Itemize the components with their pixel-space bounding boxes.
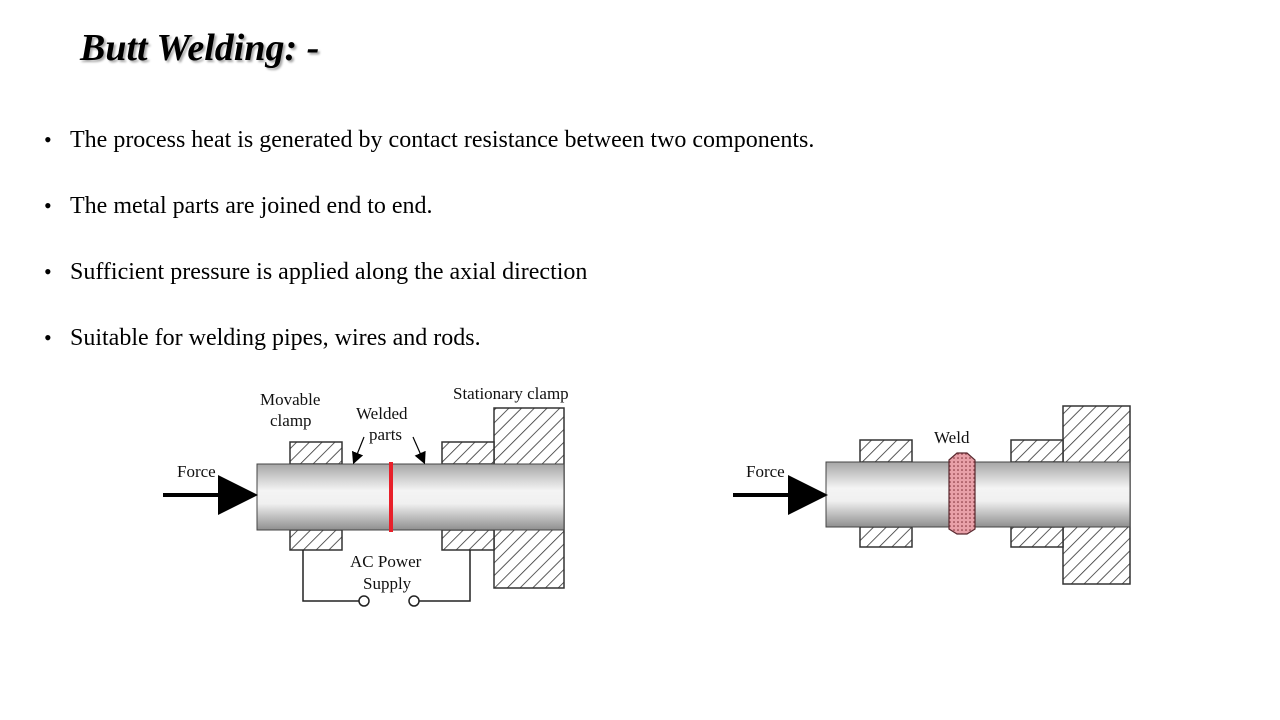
slide-title: Butt Welding: - [80, 27, 320, 69]
power-supply-label-line2: Supply [363, 574, 412, 593]
bullet-text: The metal parts are joined end to end. [70, 193, 433, 219]
movable-clamp-top [289, 441, 343, 465]
bullet-list: • The process heat is generated by contac… [44, 120, 814, 384]
bullet-item: • The process heat is generated by contac… [44, 120, 814, 186]
bullet-icon: • [44, 259, 52, 284]
diagram-left: Force Movable clamp Welded parts Station… [163, 384, 569, 607]
workpiece-rod [256, 463, 565, 531]
stationary-clamp-top [1010, 439, 1064, 463]
stationary-clamp-bottom [441, 529, 495, 551]
movable-clamp-label-line1: Movable [260, 390, 320, 409]
force-label: Force [177, 462, 216, 481]
bullet-text: Sufficient pressure is applied along the… [70, 259, 588, 285]
stationary-clamp-label: Stationary clamp [453, 384, 569, 403]
welded-parts-pointer-left [351, 436, 365, 465]
movable-clamp-label-line2: clamp [270, 411, 312, 430]
terminal-right [408, 595, 420, 607]
power-wire-right [419, 550, 471, 602]
bullet-icon: • [44, 325, 52, 350]
workpiece-rod [825, 461, 1131, 528]
diagram-right: Force Weld [733, 405, 1131, 585]
bullet-icon: • [44, 127, 52, 152]
power-wire-left [302, 550, 359, 602]
bullet-icon: • [44, 193, 52, 218]
bullet-item: • The metal parts are joined end to end. [44, 186, 814, 252]
bullet-text: Suitable for welding pipes, wires and ro… [70, 325, 481, 351]
movable-clamp-bottom [859, 526, 913, 548]
bullet-text: The process heat is generated by contact… [70, 127, 815, 153]
welded-parts-label-line1: Welded [356, 404, 408, 423]
movable-clamp-top [859, 439, 913, 463]
terminal-left [358, 595, 370, 607]
weld-label: Weld [934, 428, 970, 447]
welded-parts-label-line2: parts [369, 425, 402, 444]
stationary-clamp-top [441, 441, 495, 465]
bullet-item: • Sufficient pressure is applied along th… [44, 252, 814, 318]
weld-bead [948, 452, 976, 535]
power-supply-label-line1: AC Power [350, 552, 422, 571]
bullet-item: • Suitable for welding pipes, wires and r… [44, 318, 814, 384]
stationary-clamp-bottom [1010, 526, 1064, 548]
welded-parts-pointer-right [412, 436, 426, 465]
movable-clamp-bottom [289, 529, 343, 551]
force-label: Force [746, 462, 785, 481]
